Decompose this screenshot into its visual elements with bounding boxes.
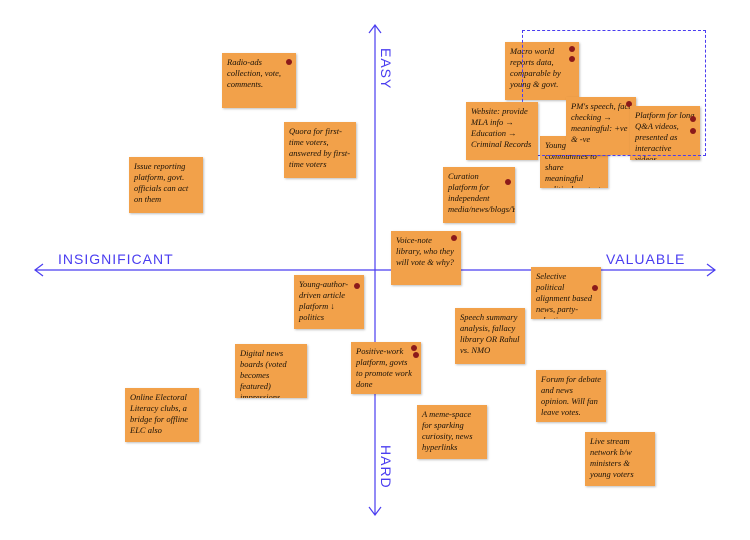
sticky-note[interactable]: A meme-space for sparking curiosity, new… (417, 405, 487, 459)
pin-icon (569, 56, 575, 62)
axis-label-valuable: VALUABLE (606, 251, 686, 267)
sticky-note[interactable]: Speech summary analysis, fallacy library… (455, 308, 525, 364)
pin-icon (505, 179, 511, 185)
up-arrow-icon (368, 24, 382, 34)
sticky-note[interactable]: Live stream network b/w ministers & youn… (585, 432, 655, 486)
sticky-note[interactable]: Issue reporting platform, govt. official… (129, 157, 203, 213)
sticky-note[interactable]: Platform for long Q&A videos, presented … (630, 106, 700, 160)
pin-icon (569, 46, 575, 52)
pin-icon (626, 101, 632, 107)
sticky-note[interactable]: Curation platform for independent media/… (443, 167, 515, 223)
sticky-note[interactable]: Voice-note library, who they will vote &… (391, 231, 461, 285)
axis-label-insignificant: INSIGNIFICANT (58, 251, 174, 267)
pin-icon (411, 345, 417, 351)
pin-icon (413, 352, 419, 358)
pin-icon (286, 59, 292, 65)
sticky-note[interactable]: Positive-work platform, govts to promote… (351, 342, 421, 394)
sticky-note[interactable]: Digital news boards (voted becomes featu… (235, 344, 307, 398)
right-arrow-icon (706, 263, 716, 277)
sticky-note[interactable]: Quora for first-time voters, answered by… (284, 122, 356, 178)
sticky-note[interactable]: Macro world reports data, comparable by … (505, 42, 579, 100)
selection-box[interactable] (522, 30, 706, 156)
pin-icon (690, 128, 696, 134)
sticky-note[interactable]: Forum for debate and news opinion. Will … (536, 370, 606, 422)
left-arrow-icon (34, 263, 44, 277)
pin-icon (690, 116, 696, 122)
down-arrow-icon (368, 506, 382, 516)
sticky-note[interactable]: Radio-ads collection, vote, comments. (222, 53, 296, 108)
sticky-note[interactable]: Online Electoral Literacy clubs, a bridg… (125, 388, 199, 442)
pin-icon (451, 235, 457, 241)
axis-label-easy: EASY (378, 48, 394, 90)
sticky-note[interactable]: Website: provide MLA info → Education → … (466, 102, 538, 160)
axis-label-hard: HARD (378, 445, 394, 489)
sticky-note[interactable]: Young-author-driven article platform ↓ p… (294, 275, 364, 329)
pin-icon (592, 285, 598, 291)
sticky-note[interactable]: Selective political alignment based news… (531, 267, 601, 319)
sticky-note[interactable]: PM's speech, fact checking → meaningful:… (566, 97, 636, 155)
pin-icon (354, 283, 360, 289)
